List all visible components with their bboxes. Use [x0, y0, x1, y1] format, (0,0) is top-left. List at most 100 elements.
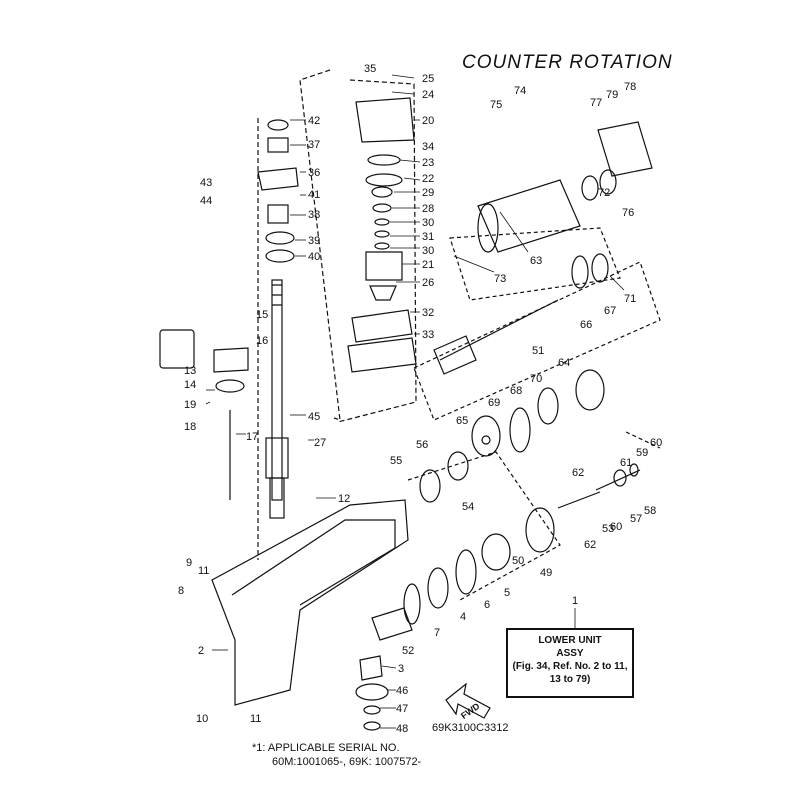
propeller-shaft-housing — [477, 179, 581, 253]
callout-36: 36 — [308, 167, 320, 179]
assy-line-3: (Fig. 34, Ref. No. 2 to 11, — [512, 661, 628, 672]
callout-51: 51 — [532, 345, 544, 357]
callout-40: 40 — [308, 251, 320, 263]
callout-57: 57 — [630, 513, 642, 525]
callout-17: 17 — [246, 431, 258, 443]
callout-22: 22 — [422, 173, 434, 185]
callout-62-lower: 62 — [584, 539, 596, 551]
callout-65: 65 — [456, 415, 468, 427]
callout-34: 34 — [422, 141, 434, 153]
callout-69: 69 — [488, 397, 500, 409]
callout-25: 25 — [422, 73, 434, 85]
fwd-arrow — [445, 682, 491, 719]
assy-line-1: LOWER UNIT — [538, 635, 602, 646]
callout-73: 73 — [494, 273, 506, 285]
footnote-line-1: *1: APPLICABLE SERIAL NO. — [252, 742, 400, 754]
callout-2: 2 — [198, 645, 204, 657]
assy-line-2: ASSY — [556, 648, 584, 659]
callout-54: 54 — [462, 501, 474, 513]
callout-38: 38 — [308, 209, 320, 221]
callout-8: 8 — [178, 585, 184, 597]
callout-62: 62 — [572, 467, 584, 479]
callout-11: 11 — [198, 565, 209, 577]
callout-45: 45 — [308, 411, 320, 423]
callout-44: 44 — [200, 195, 212, 207]
callout-35: 35 — [364, 63, 376, 75]
callout-6: 6 — [484, 599, 490, 611]
water-pump-housing — [355, 97, 415, 143]
callout-49: 49 — [540, 567, 552, 579]
callout-56: 56 — [416, 439, 428, 451]
callout-23: 23 — [422, 157, 434, 169]
callout-19: 19 — [184, 399, 196, 411]
callout-14: 14 — [184, 379, 196, 391]
callout-30-lower: 30 — [422, 245, 434, 257]
callout-76: 76 — [622, 207, 634, 219]
callout-27: 27 — [314, 437, 326, 449]
callout-1: 1 — [572, 595, 578, 607]
callout-18: 18 — [184, 421, 196, 433]
callout-60-lower: 60 — [610, 521, 622, 533]
callout-63: 63 — [530, 255, 542, 267]
callout-78: 78 — [624, 81, 636, 93]
callout-3: 3 — [398, 663, 404, 675]
diagram-title: COUNTER ROTATION — [462, 52, 673, 73]
callout-79: 79 — [606, 89, 618, 101]
callout-5: 5 — [504, 587, 510, 599]
callout-43: 43 — [200, 177, 212, 189]
impeller — [369, 285, 397, 301]
assy-line-4: 13 to 79) — [549, 674, 591, 685]
callout-53: 53 — [602, 523, 614, 535]
callout-31: 31 — [422, 231, 434, 243]
callout-52: 52 — [402, 645, 414, 657]
callout-66: 66 — [580, 319, 592, 331]
callout-47: 47 — [396, 703, 408, 715]
callout-7: 7 — [434, 627, 440, 639]
callout-50: 50 — [512, 555, 524, 567]
callout-68: 68 — [510, 385, 522, 397]
callout-33: 33 — [422, 329, 434, 341]
callout-75: 75 — [490, 99, 502, 111]
forward-gear — [481, 435, 491, 445]
figure-code: 69K3100C3312 — [432, 722, 509, 734]
callout-67: 67 — [604, 305, 616, 317]
callout-11-lower: 11 — [250, 713, 261, 725]
callout-72: 72 — [598, 187, 610, 199]
callout-46: 46 — [396, 685, 408, 697]
callout-71: 71 — [624, 293, 636, 305]
callout-29: 29 — [422, 187, 434, 199]
callout-70: 70 — [530, 373, 542, 385]
propeller-shaft — [439, 299, 559, 361]
callout-41: 41 — [308, 189, 320, 201]
lower-unit-casing — [211, 499, 409, 706]
callout-28: 28 — [422, 203, 434, 215]
callout-48: 48 — [396, 723, 408, 735]
callout-21: 21 — [422, 259, 434, 271]
callout-59: 59 — [636, 447, 648, 459]
callout-13: 13 — [184, 365, 196, 377]
callout-26: 26 — [422, 277, 434, 289]
callout-74: 74 — [514, 85, 526, 97]
callout-9: 9 — [186, 557, 192, 569]
callout-24: 24 — [422, 89, 434, 101]
callout-42: 42 — [308, 115, 320, 127]
callout-20: 20 — [422, 115, 434, 127]
callout-12: 12 — [338, 493, 350, 505]
callout-32: 32 — [422, 307, 434, 319]
callout-4: 4 — [460, 611, 466, 623]
callout-61: 61 — [620, 457, 632, 469]
callout-55: 55 — [390, 455, 402, 467]
drive-shaft — [265, 279, 289, 519]
callout-15: 15 — [256, 309, 268, 321]
callout-77: 77 — [590, 97, 602, 109]
callout-16: 16 — [256, 335, 268, 347]
lower-unit-assy-box: LOWER UNIT ASSY (Fig. 34, Ref. No. 2 to … — [506, 628, 634, 698]
footnote-line-2: 60M:1001065-, 69K: 1007572- — [272, 756, 422, 768]
callout-60: 60 — [650, 437, 662, 449]
callout-10: 10 — [196, 713, 208, 725]
callout-64: 64 — [558, 357, 570, 369]
callout-37: 37 — [308, 139, 320, 151]
dashed-frame-center — [299, 69, 341, 421]
